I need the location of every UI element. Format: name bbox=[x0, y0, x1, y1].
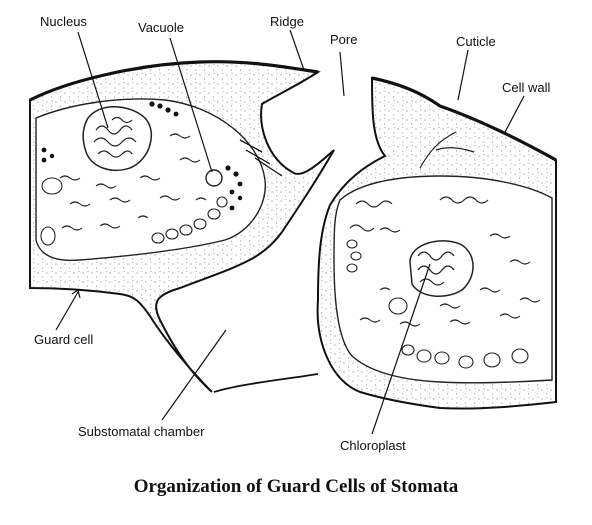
label-vacuole: Vacuole bbox=[138, 20, 184, 35]
label-cell-wall: Cell wall bbox=[502, 80, 551, 95]
right-guard-cell bbox=[316, 76, 557, 410]
label-pore: Pore bbox=[330, 32, 357, 47]
left-cuticle-layer bbox=[29, 60, 319, 102]
right-chloroplast-cluster bbox=[409, 240, 474, 297]
right-cuticle-layer bbox=[371, 76, 557, 162]
guard-cell-arrowhead bbox=[71, 289, 81, 299]
left-nucleus bbox=[82, 106, 153, 172]
left-nucleus-chromatin bbox=[93, 116, 137, 158]
left-cytoplasm-strands bbox=[59, 133, 207, 231]
substomatal-chamber-leader bbox=[161, 329, 227, 421]
figure-caption: Organization of Guard Cells of Stomata bbox=[133, 476, 459, 497]
right-chloroplast-grana bbox=[417, 251, 455, 286]
left-plastids bbox=[40, 177, 228, 246]
chloroplast-leader bbox=[371, 263, 431, 435]
pore-leader bbox=[339, 51, 345, 97]
label-cuticle: Cuticle bbox=[456, 34, 496, 49]
ridge-leader bbox=[289, 29, 305, 71]
ridge-fibrils bbox=[239, 139, 283, 177]
cell-wall-leader bbox=[503, 95, 525, 135]
substomatal-chamber-outline bbox=[213, 373, 319, 393]
left-vacuole bbox=[205, 169, 223, 187]
left-guard-cell bbox=[29, 60, 335, 393]
label-nucleus: Nucleus bbox=[40, 14, 87, 29]
left-granules bbox=[41, 101, 243, 211]
guard-cell-leader bbox=[55, 291, 79, 331]
leader-lines bbox=[55, 29, 525, 435]
cuticle-leader bbox=[457, 49, 469, 101]
label-ridge: Ridge bbox=[270, 14, 304, 29]
nucleus-leader bbox=[77, 31, 109, 129]
right-plastids bbox=[346, 239, 529, 369]
label-substomatal-chamber: Substomatal chamber bbox=[78, 424, 205, 439]
label-guard-cell: Guard cell bbox=[34, 332, 93, 347]
vacuole-leader bbox=[169, 37, 213, 173]
label-chloroplast: Chloroplast bbox=[340, 438, 406, 453]
right-upper-grana bbox=[349, 196, 489, 232]
cuticle-cracks bbox=[419, 131, 475, 169]
